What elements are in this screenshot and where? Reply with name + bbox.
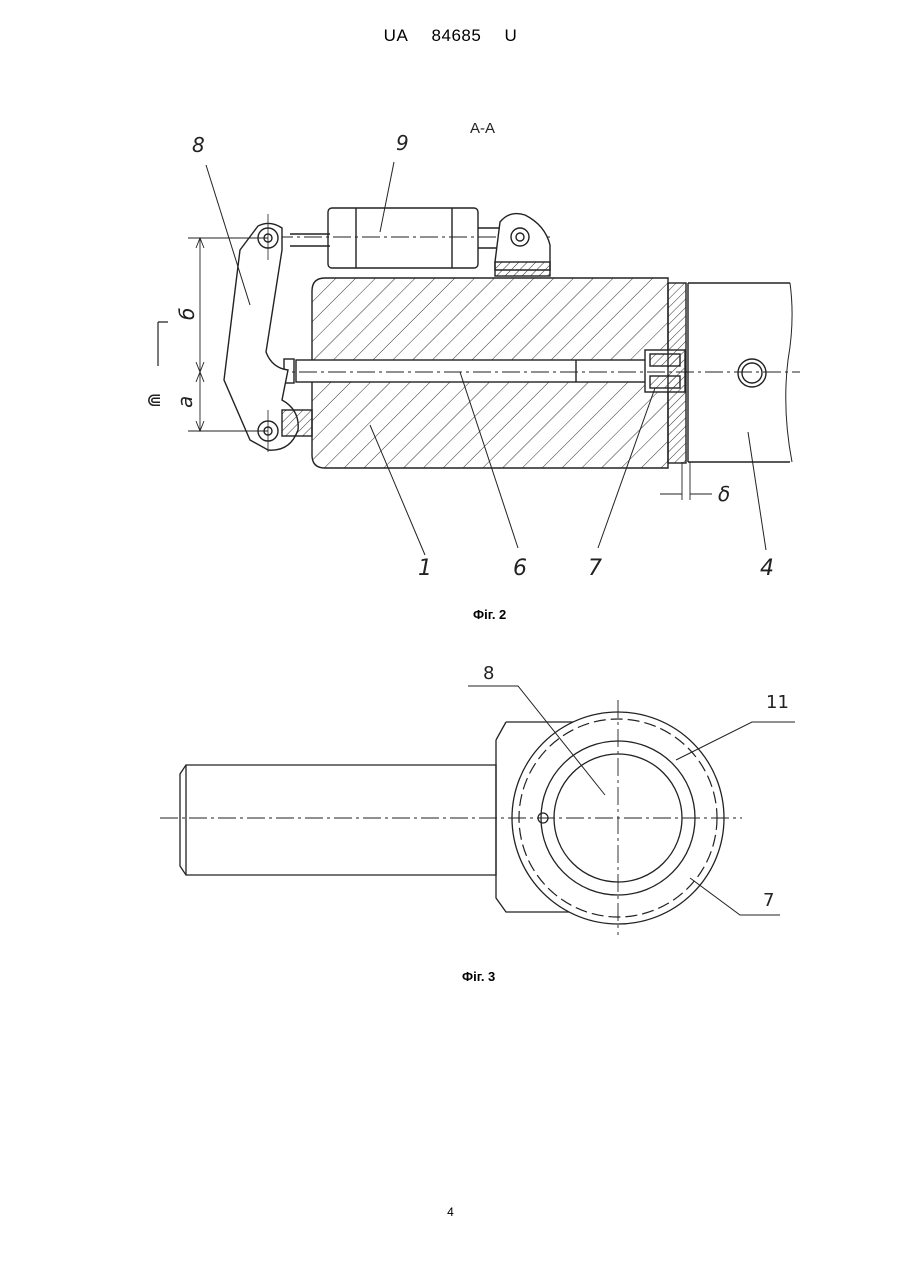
callout-7: 7: [588, 556, 602, 581]
rod-part-6: [296, 360, 646, 382]
dim-upper: б: [175, 308, 199, 320]
section-label: A-A: [470, 120, 495, 137]
cylinder-part-9: [328, 208, 478, 268]
page-number: 4: [0, 1205, 901, 1219]
part-4: [688, 283, 790, 462]
callout-9: 9: [396, 131, 409, 155]
figure-2-drawing: [158, 162, 800, 555]
fig3-callout-7: 7: [763, 890, 774, 911]
fig3-callout-11: 11: [766, 692, 789, 713]
figure-2-caption: Фiг. 2: [473, 607, 506, 622]
figure-3-drawing: [160, 686, 795, 935]
fig3-callout-8: 8: [483, 663, 494, 684]
dim-section-mark: ⋒: [144, 393, 165, 408]
callout-1: 1: [418, 556, 432, 581]
shaft: [180, 765, 496, 875]
dim-gap: δ: [718, 482, 730, 506]
plate: [668, 283, 686, 463]
callout-4: 4: [760, 556, 774, 581]
figure-3-caption: Фiг. 3: [462, 969, 495, 984]
callout-6: 6: [513, 556, 527, 581]
callout-8: 8: [192, 133, 205, 157]
dim-lower: a: [173, 396, 197, 408]
